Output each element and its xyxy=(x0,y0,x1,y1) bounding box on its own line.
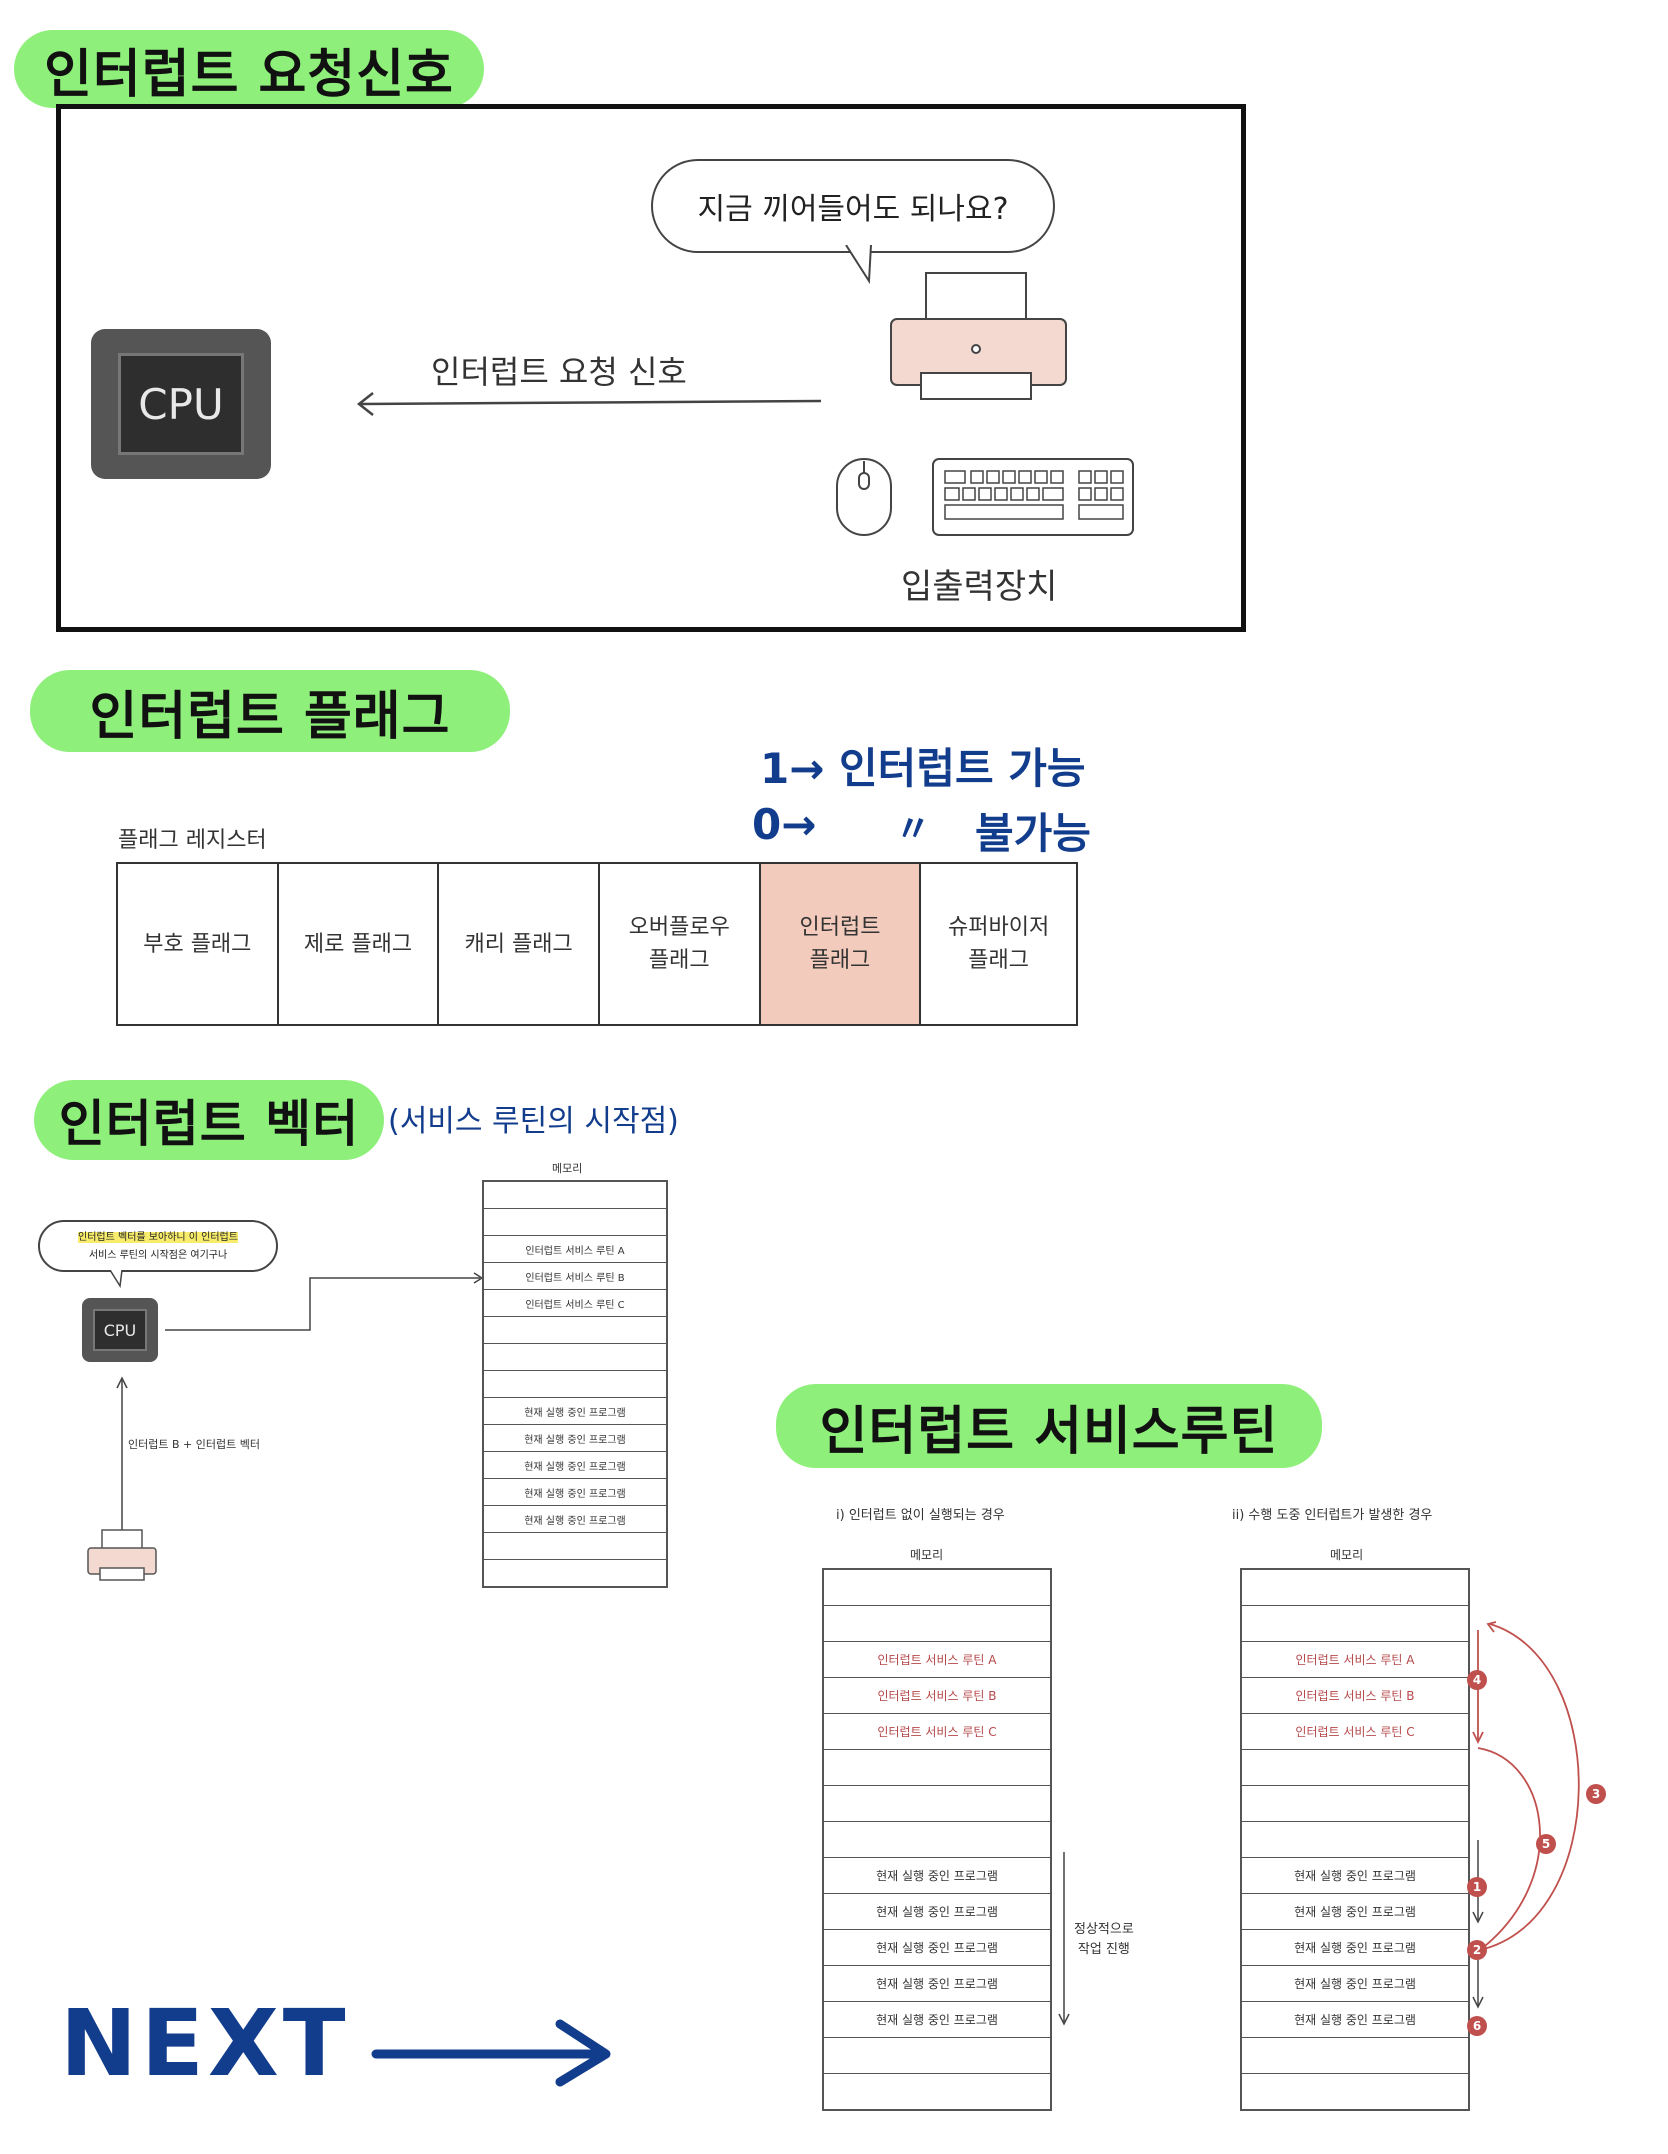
memory-row xyxy=(484,1371,666,1398)
step-badge-1: 1 xyxy=(1467,1877,1487,1897)
isr-memory-label-1: 메모리 xyxy=(910,1546,943,1563)
section-title-isr: 인터럽트 서비스루틴 xyxy=(776,1384,1322,1468)
flag-cell-sign: 부호 플래그 xyxy=(118,864,279,1024)
flag-register-label: 플래그 레지스터 xyxy=(118,822,267,854)
request-figure: 지금 끼어들어도 되나요? CPU 인터럽트 요청 신호 입출력장치 xyxy=(56,104,1246,632)
memory-row xyxy=(484,1182,666,1209)
memory-row xyxy=(1242,2074,1468,2109)
memory-row: 현재 실행 중인 프로그램 xyxy=(1242,2002,1468,2038)
memory-row xyxy=(824,1750,1050,1786)
memory-row: 인터럽트 서비스 루틴 A xyxy=(1242,1642,1468,1678)
normal-flow-arrow xyxy=(1056,1852,1076,2032)
memory-row: 현재 실행 중인 프로그램 xyxy=(484,1425,666,1452)
memory-row xyxy=(1242,2038,1468,2074)
memory-row: 현재 실행 중인 프로그램 xyxy=(824,1930,1050,1966)
memory-row: 인터럽트 서비스 루틴 B xyxy=(824,1678,1050,1714)
memory-row xyxy=(824,2038,1050,2074)
memory-row xyxy=(1242,1606,1468,1642)
keyboard-icon xyxy=(929,455,1139,540)
memory-row xyxy=(484,1317,666,1344)
memory-row: 현재 실행 중인 프로그램 xyxy=(824,1966,1050,2002)
memory-row: 현재 실행 중인 프로그램 xyxy=(1242,1966,1468,2002)
memory-row xyxy=(824,1786,1050,1822)
memory-row: 현재 실행 중인 프로그램 xyxy=(484,1506,666,1533)
memory-row: 현재 실행 중인 프로그램 xyxy=(1242,1858,1468,1894)
step-badge-2: 2 xyxy=(1467,1940,1487,1960)
isr-case2-title: ii) 수행 도중 인터럽트가 발생한 경우 xyxy=(1232,1504,1432,1523)
cpu-label: CPU xyxy=(118,353,244,455)
memory-row: 인터럽트 서비스 루틴 C xyxy=(1242,1714,1468,1750)
section-title-request: 인터럽트 요청신호 xyxy=(14,30,484,108)
vector-arrow-label: 인터럽트 B + 인터럽트 벡터 xyxy=(128,1436,260,1452)
next-arrow-icon xyxy=(370,2010,620,2090)
memory-row: 현재 실행 중인 프로그램 xyxy=(1242,1930,1468,1966)
arrow-label: 인터럽트 요청 신호 xyxy=(431,347,687,393)
memory-row: 현재 실행 중인 프로그램 xyxy=(1242,1894,1468,1930)
left-arrow-icon xyxy=(351,389,831,419)
memory-row xyxy=(824,2074,1050,2109)
step-badge-3: 3 xyxy=(1586,1784,1606,1804)
memory-row xyxy=(1242,1570,1468,1606)
memory-row xyxy=(824,1606,1050,1642)
vector-memory-table: 인터럽트 서비스 루틴 A 인터럽트 서비스 루틴 B 인터럽트 서비스 루틴 … xyxy=(482,1180,668,1588)
memory-row xyxy=(484,1533,666,1560)
step-badge-5: 5 xyxy=(1536,1834,1556,1854)
bubble-text: 지금 끼어들어도 되나요? xyxy=(698,184,1009,228)
bubble-tail xyxy=(841,245,881,285)
memory-row: 현재 실행 중인 프로그램 xyxy=(824,1894,1050,1930)
memory-row: 인터럽트 서비스 루틴 C xyxy=(484,1290,666,1317)
device-label: 입출력장치 xyxy=(901,559,1057,608)
flag-cell-carry: 캐리 플래그 xyxy=(439,864,600,1024)
flag-annotation-0-text: 불가능 xyxy=(975,800,1091,861)
mouse-icon xyxy=(829,453,899,543)
memory-row xyxy=(1242,1786,1468,1822)
memory-row: 인터럽트 서비스 루틴 B xyxy=(484,1263,666,1290)
next-label: NEXT xyxy=(60,1990,350,2097)
isr-memory-table-2: 인터럽트 서비스 루틴 A 인터럽트 서비스 루틴 B 인터럽트 서비스 루틴 … xyxy=(1240,1568,1470,2111)
memory-row: 인터럽트 서비스 루틴 B xyxy=(1242,1678,1468,1714)
isr-memory-label-2: 메모리 xyxy=(1330,1546,1363,1563)
memory-row xyxy=(824,1822,1050,1858)
speech-bubble: 지금 끼어들어도 되나요? xyxy=(651,159,1055,253)
isr-case1-title: i) 인터럽트 없이 실행되는 경우 xyxy=(836,1504,1005,1523)
memory-row: 현재 실행 중인 프로그램 xyxy=(484,1398,666,1425)
section-title-vector: 인터럽트 벡터 xyxy=(34,1080,384,1160)
memory-row xyxy=(1242,1750,1468,1786)
memory-row: 인터럽트 서비스 루틴 C xyxy=(824,1714,1050,1750)
flag-annotation-ditto: 〃 xyxy=(895,800,931,852)
vector-printer-icon xyxy=(84,1528,160,1586)
vector-note: (서비스 루틴의 시작점) xyxy=(388,1096,679,1140)
flag-cell-zero: 제로 플래그 xyxy=(279,864,440,1024)
memory-row: 현재 실행 중인 프로그램 xyxy=(484,1452,666,1479)
vector-memory-label: 메모리 xyxy=(552,1160,582,1176)
memory-row: 현재 실행 중인 프로그램 xyxy=(824,1858,1050,1894)
memory-row xyxy=(484,1560,666,1586)
memory-row xyxy=(484,1344,666,1371)
normal-note: 정상적으로 작업 진행 xyxy=(1074,1920,1134,1960)
memory-row xyxy=(1242,1822,1468,1858)
isr-memory-table-1: 인터럽트 서비스 루틴 A 인터럽트 서비스 루틴 B 인터럽트 서비스 루틴 … xyxy=(822,1568,1052,2111)
memory-row: 현재 실행 중인 프로그램 xyxy=(484,1479,666,1506)
memory-row: 인터럽트 서비스 루틴 A xyxy=(484,1236,666,1263)
section-title-flag: 인터럽트 플래그 xyxy=(30,670,510,752)
printer-icon xyxy=(881,269,1081,419)
step-badge-6: 6 xyxy=(1467,2016,1487,2036)
cpu-chip-icon: CPU xyxy=(91,329,271,479)
step-badge-4: 4 xyxy=(1467,1670,1487,1690)
memory-row: 현재 실행 중인 프로그램 xyxy=(824,2002,1050,2038)
memory-row: 인터럽트 서비스 루틴 A xyxy=(824,1642,1050,1678)
flag-annotation-0: 0→ xyxy=(752,800,816,849)
memory-row xyxy=(824,1570,1050,1606)
memory-row xyxy=(484,1209,666,1236)
flag-annotation-1: 1→ 인터럽트 가능 xyxy=(760,735,1086,796)
